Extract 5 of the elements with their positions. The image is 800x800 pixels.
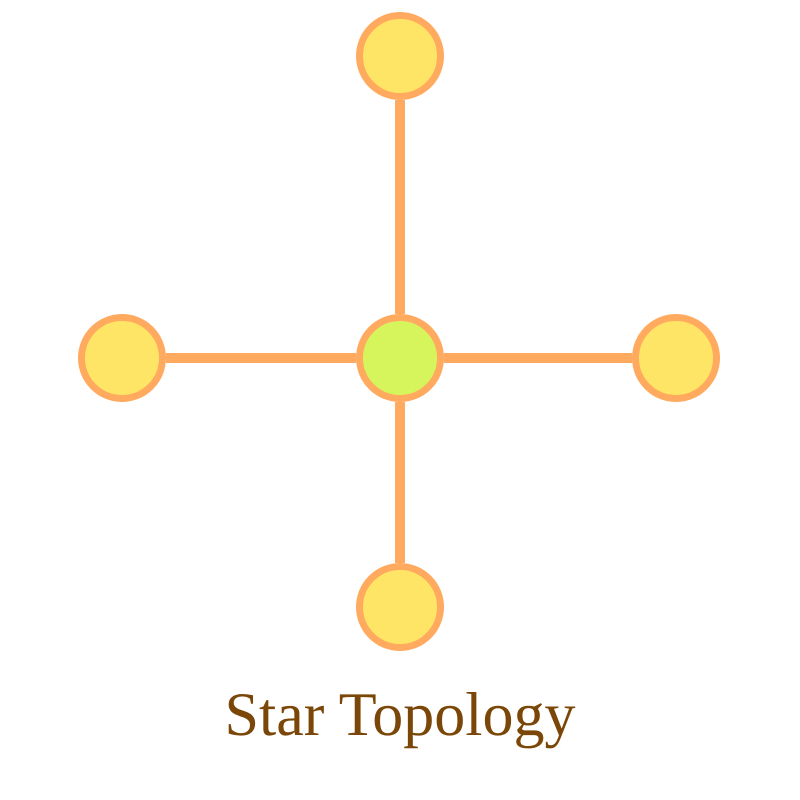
connector-line xyxy=(395,402,405,563)
connector-line xyxy=(166,353,356,363)
connector-line xyxy=(395,100,405,314)
diagram-title: Star Topology xyxy=(223,680,577,751)
connector-line xyxy=(444,353,632,363)
